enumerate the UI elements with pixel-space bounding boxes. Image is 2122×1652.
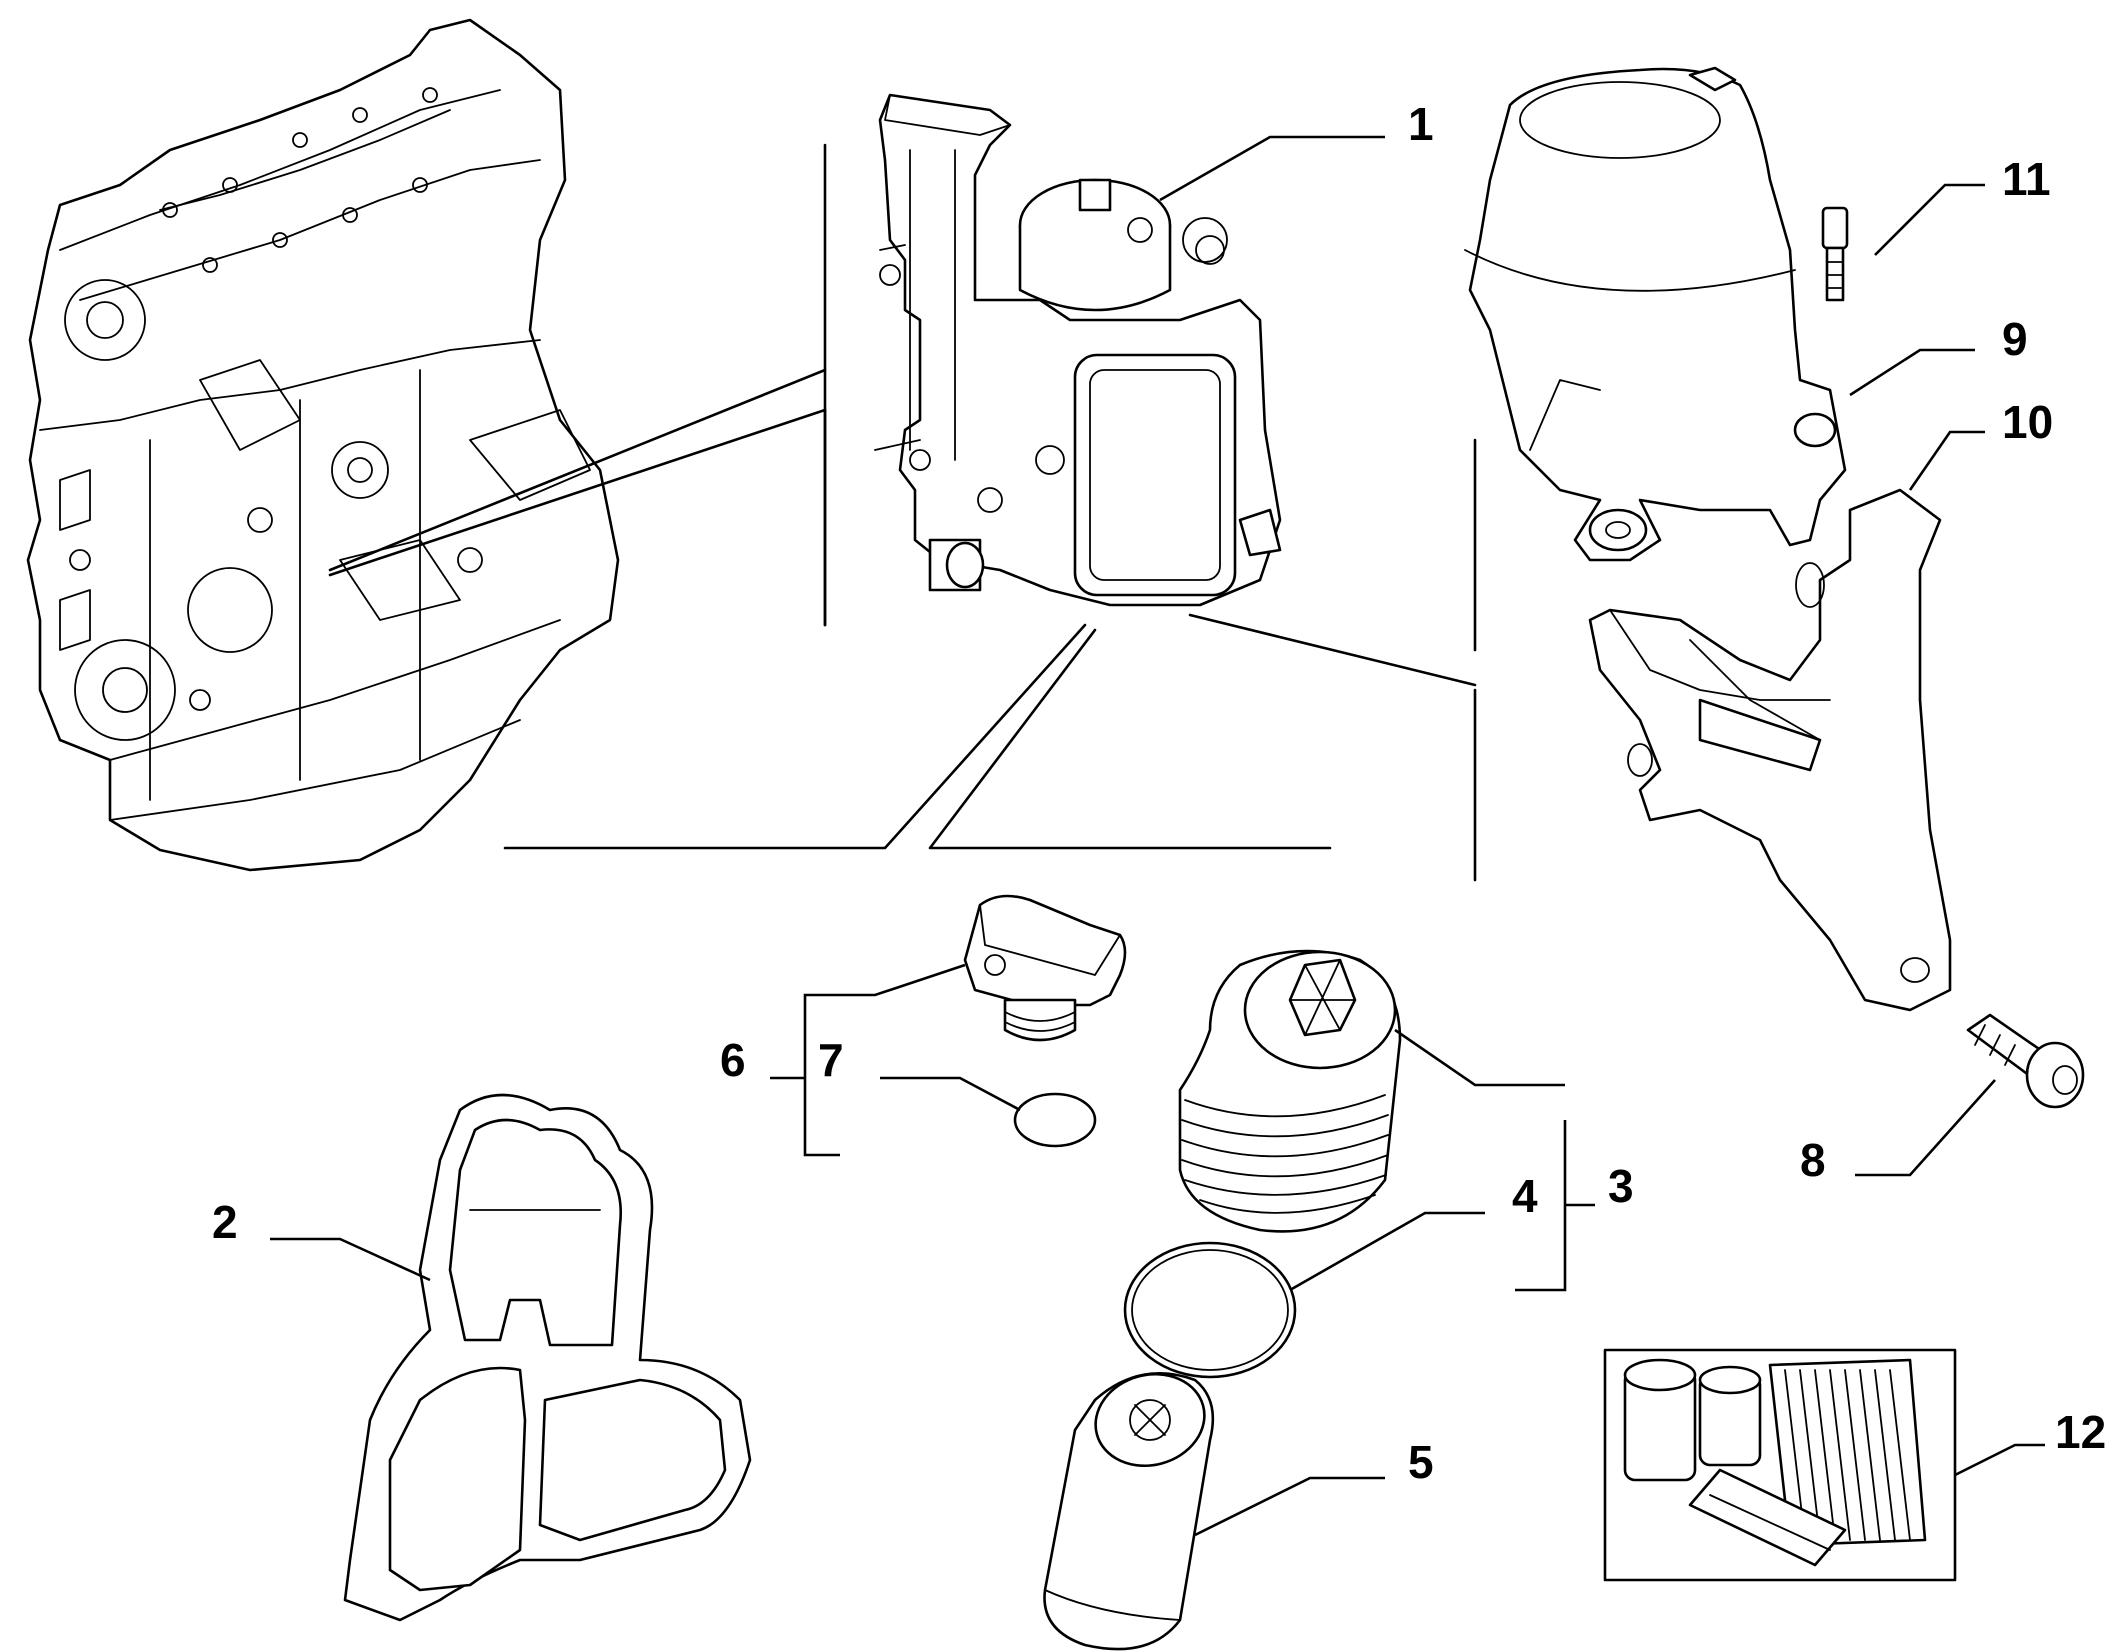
leader-line-12 <box>1954 1443 2045 1477</box>
leader-line-2 <box>270 1237 431 1282</box>
callout-6: 6 <box>720 1034 746 1086</box>
gasket-drawing <box>343 1093 752 1622</box>
callout-5: 5 <box>1408 1436 1434 1488</box>
leader-line-9 <box>1849 348 1975 397</box>
engine-block-drawing <box>26 18 620 872</box>
bolt-drawing <box>1966 1013 2085 1109</box>
projection-line <box>928 628 1332 850</box>
service-kit-drawing <box>1603 1348 1957 1582</box>
leader-line-11 <box>1874 183 1985 256</box>
projection-line <box>328 368 827 572</box>
heat-shield-drawing <box>1464 66 1847 562</box>
bracket-6 <box>803 993 840 1157</box>
callout-1: 1 <box>1408 98 1434 150</box>
callout-9: 9 <box>2002 313 2028 365</box>
callout-11: 11 <box>2002 153 2051 205</box>
callout-8: 8 <box>1800 1134 1826 1186</box>
leader-line-8 <box>1855 1079 1996 1177</box>
callout-10: 10 <box>2002 396 2053 448</box>
leader-line-3-cap <box>1394 1028 1515 1087</box>
bracket-drawing <box>1588 488 1952 1012</box>
filter-cartridge-drawing <box>1178 949 1402 1233</box>
projection-line <box>1188 613 1477 687</box>
callout-12: 12 <box>2055 1406 2106 1458</box>
projection-line <box>328 408 827 577</box>
oil-filter-housing-drawing <box>874 93 1282 607</box>
callout-7: 7 <box>818 1034 844 1086</box>
leader-line-7 <box>880 1076 1021 1112</box>
spin-on-filter-drawing <box>1043 1372 1215 1651</box>
oil-filler-cap-drawing <box>963 894 1127 1042</box>
leader-line-5 <box>1194 1476 1385 1537</box>
leader-line-10 <box>1908 430 1985 491</box>
screw-drawing <box>1821 206 1849 302</box>
callout-3: 3 <box>1608 1160 1634 1212</box>
leader-line-4 <box>1289 1211 1485 1292</box>
projection-line <box>503 623 1087 850</box>
o-ring-drawing <box>1013 1092 1097 1148</box>
leader-line-1 <box>1159 135 1385 202</box>
bracket-3 <box>1515 1083 1567 1292</box>
callout-4: 4 <box>1512 1170 1538 1222</box>
leader-line-6-cap <box>840 963 966 997</box>
callout-2: 2 <box>212 1196 238 1248</box>
seal-ring-drawing <box>1123 1241 1297 1379</box>
